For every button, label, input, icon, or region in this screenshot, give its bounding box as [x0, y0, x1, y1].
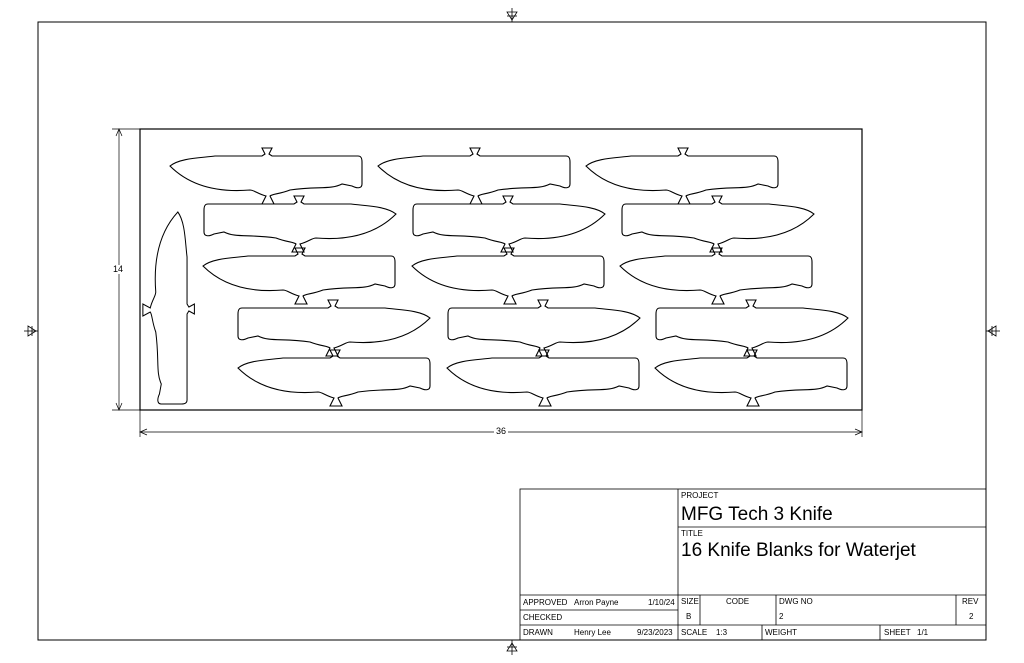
drawn-date: 9/23/2023 — [637, 628, 673, 637]
plate-outline — [139, 128, 863, 411]
dwg-no-value: 2 — [779, 612, 784, 621]
project-label: PROJECT — [681, 491, 719, 500]
knife-blank — [202, 247, 396, 305]
checked-label: CHECKED — [523, 613, 563, 622]
approved-by: Arron Payne — [574, 598, 619, 607]
knife-blank — [447, 299, 641, 357]
size-value: B — [686, 612, 692, 621]
knife-blank — [621, 195, 815, 253]
knife-blank — [585, 147, 779, 205]
drawn-by: Henry Lee — [574, 628, 611, 637]
knife-blank — [619, 247, 813, 305]
title-label: TITLE — [681, 529, 703, 538]
approved-date: 1/10/24 — [648, 598, 675, 607]
knife-blank — [411, 247, 605, 305]
scale-value: 1:3 — [716, 628, 728, 637]
project-name: MFG Tech 3 Knife — [681, 504, 833, 525]
knife-blank — [237, 349, 431, 407]
knife-blank — [377, 147, 571, 205]
drawn-label: DRAWN — [523, 628, 553, 637]
knife-blanks — [142, 147, 849, 407]
knife-blank — [446, 349, 640, 407]
centering-marks — [24, 8, 1000, 655]
scale-label: SCALE — [681, 628, 708, 637]
knife-blank — [237, 299, 431, 357]
dwg-no-label: DWG NO — [779, 597, 813, 606]
code-label: CODE — [726, 597, 750, 606]
knife-blank — [655, 299, 849, 357]
rev-value: 2 — [969, 612, 974, 621]
rev-label: REV — [962, 597, 979, 606]
sheet-value: 1/1 — [917, 628, 929, 637]
weight-label: WEIGHT — [765, 628, 797, 637]
knife-blank — [654, 349, 848, 407]
size-label: SIZE — [681, 597, 699, 606]
knife-blank — [142, 211, 195, 405]
dimension-lines — [112, 128, 863, 437]
sheet-label: SHEET — [884, 628, 911, 637]
drawing-title: 16 Knife Blanks for Waterjet — [681, 540, 916, 561]
knife-blank — [412, 195, 606, 253]
width-dimension-label: 36 — [494, 426, 509, 436]
height-dimension-label: 14 — [111, 264, 126, 274]
title-block-frame — [519, 488, 987, 641]
approved-label: APPROVED — [523, 598, 568, 607]
knife-blank — [169, 147, 363, 205]
knife-blank — [203, 195, 397, 253]
